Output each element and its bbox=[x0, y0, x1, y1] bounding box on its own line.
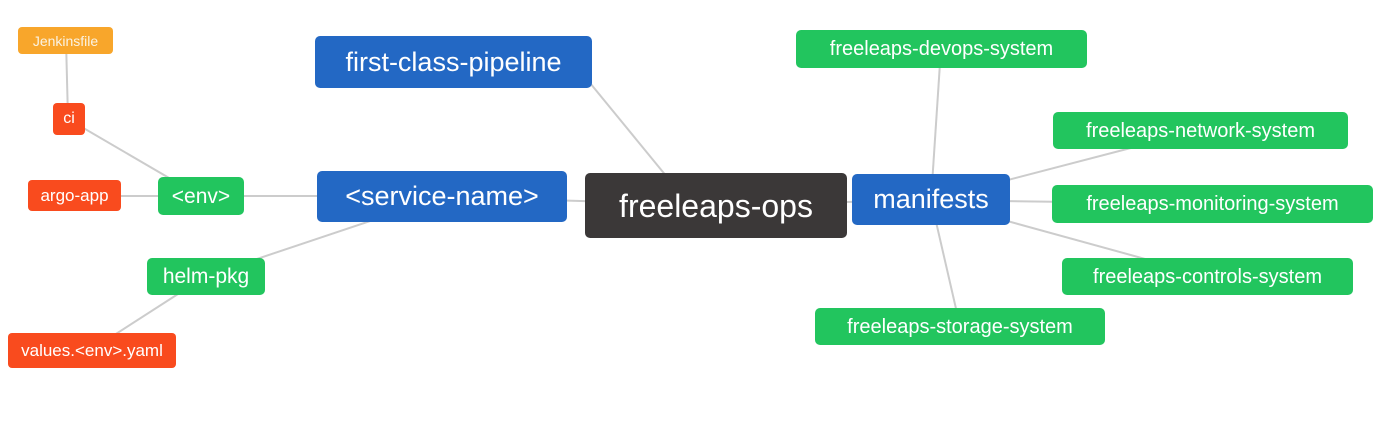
node-manifests-label: manifests bbox=[873, 184, 989, 214]
node-ci-label: ci bbox=[63, 110, 75, 127]
node-service-name-label: <service-name> bbox=[345, 181, 539, 211]
node-jenkinsfile[interactable]: Jenkinsfile bbox=[18, 27, 113, 54]
node-helm-pkg-label: helm-pkg bbox=[162, 265, 250, 288]
node-helm-pkg[interactable]: helm-pkg bbox=[147, 258, 265, 295]
node-env-label: <env> bbox=[171, 184, 231, 208]
node-argo-app-label: argo-app bbox=[40, 186, 109, 205]
node-manifests[interactable]: manifests bbox=[852, 174, 1010, 225]
node-values-env-yaml-label: values.<env>.yaml bbox=[21, 341, 163, 360]
node-freeleaps-devops-system[interactable]: freeleaps-devops-system bbox=[796, 30, 1087, 68]
node-values-env-yaml[interactable]: values.<env>.yaml bbox=[8, 333, 176, 368]
node-freeleaps-network-system[interactable]: freeleaps-network-system bbox=[1053, 112, 1348, 149]
node-freeleaps-storage-system-label: freeleaps-storage-system bbox=[847, 315, 1073, 338]
node-freeleaps-network-system-label: freeleaps-network-system bbox=[1086, 119, 1315, 142]
node-freeleaps-monitoring-system[interactable]: freeleaps-monitoring-system bbox=[1052, 185, 1373, 223]
node-argo-app[interactable]: argo-app bbox=[28, 180, 121, 211]
node-ci[interactable]: ci bbox=[53, 103, 85, 135]
node-service-name[interactable]: <service-name> bbox=[317, 171, 567, 222]
node-freeleaps-controls-system-label: freeleaps-controls-system bbox=[1093, 265, 1322, 288]
node-first-class-pipeline-label: first-class-pipeline bbox=[345, 46, 562, 77]
node-freeleaps-ops-label: freeleaps-ops bbox=[619, 187, 813, 224]
node-freeleaps-ops[interactable]: freeleaps-ops bbox=[585, 173, 847, 238]
node-freeleaps-devops-system-label: freeleaps-devops-system bbox=[829, 38, 1054, 60]
node-first-class-pipeline[interactable]: first-class-pipeline bbox=[315, 36, 592, 88]
node-freeleaps-controls-system[interactable]: freeleaps-controls-system bbox=[1062, 258, 1353, 295]
node-freeleaps-monitoring-system-label: freeleaps-monitoring-system bbox=[1086, 193, 1339, 215]
node-freeleaps-storage-system[interactable]: freeleaps-storage-system bbox=[815, 308, 1105, 345]
node-jenkinsfile-label: Jenkinsfile bbox=[32, 32, 99, 49]
node-env[interactable]: <env> bbox=[158, 177, 244, 215]
